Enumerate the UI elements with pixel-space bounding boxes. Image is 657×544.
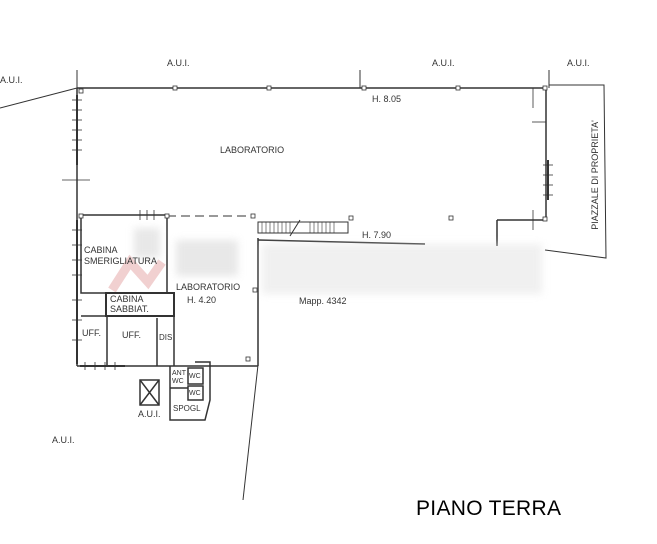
height-label: H. 8.05 [372, 94, 402, 104]
room-cabina: SMERIGLIATURA [84, 256, 157, 266]
boundary-line [0, 87, 78, 109]
blurred-region [134, 228, 160, 258]
room-laboratorio: LABORATORIO [220, 145, 285, 155]
room-sabbiat: CABINA [110, 294, 144, 304]
piazzale-boundary [544, 84, 607, 259]
label-aui: A.U.I. [138, 409, 161, 419]
room-antiwc: ANT [172, 370, 186, 377]
room-uff: UFF. [122, 330, 141, 340]
room-wc: WC [189, 373, 201, 380]
height-label: H. 4.20 [187, 295, 217, 305]
height-label: H. 7.90 [362, 230, 392, 240]
room-wc: WC [189, 390, 201, 397]
label-aui: A.U.I. [167, 58, 190, 68]
piazzale-label: PIAZZALE DI PROPRIETA' [589, 120, 600, 230]
room-cabina: CABINA [84, 245, 118, 255]
label-aui: A.U.I. [567, 58, 590, 68]
room-sabbiat: SABBIAT. [110, 304, 149, 314]
plot-boundary [242, 364, 259, 501]
room-laboratorio-lower: LABORATORIO [176, 282, 241, 292]
label-aui: A.U.I. [52, 435, 75, 445]
room-dis: DIS [159, 333, 173, 342]
blurred-region [262, 244, 542, 294]
drawing-title: PIANO TERRA [416, 497, 562, 520]
parcel-label: Mapp. 4342 [299, 296, 347, 306]
blurred-region [176, 240, 238, 276]
watermark-logo [108, 254, 166, 293]
stair [257, 221, 349, 234]
room-spogl: SPOGL [173, 404, 201, 413]
room-uff: UFF. [82, 328, 101, 338]
pillars [78, 85, 548, 362]
label-aui: A.U.I. [0, 75, 23, 85]
label-aui: A.U.I. [432, 58, 455, 68]
room-antiwc: WC [172, 378, 184, 385]
